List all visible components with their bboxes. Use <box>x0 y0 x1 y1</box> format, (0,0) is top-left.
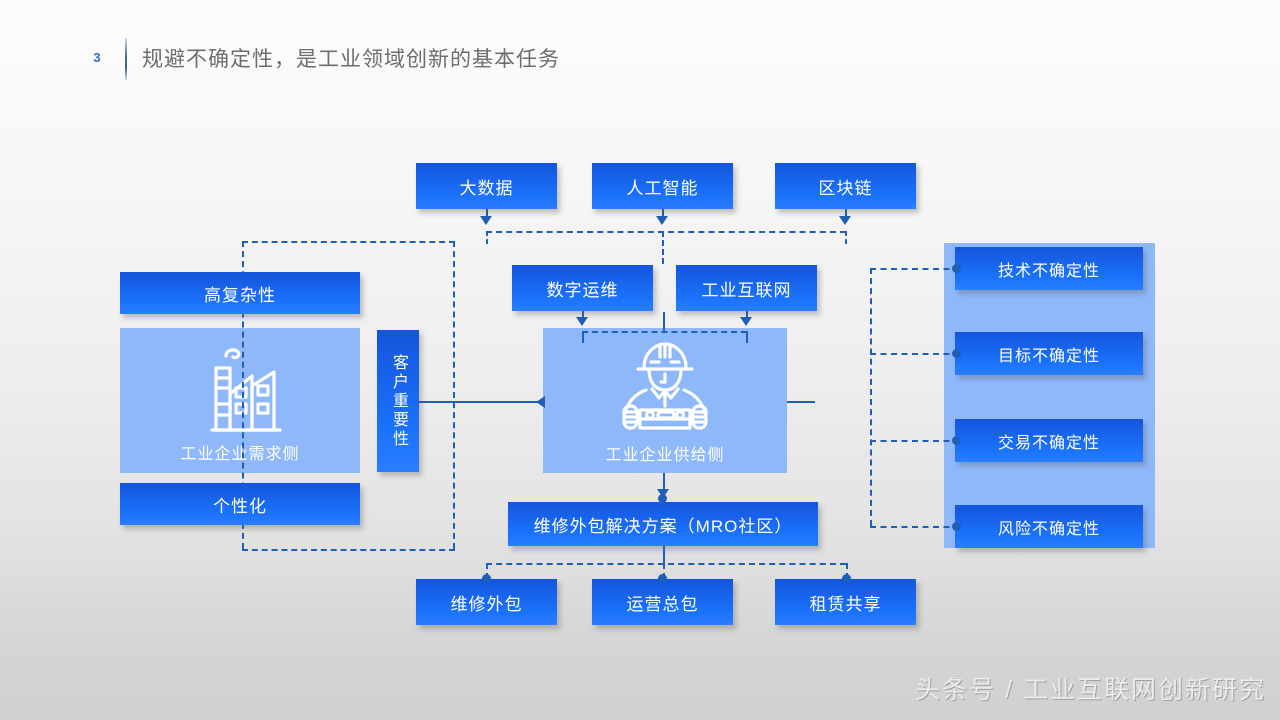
service-dot-1 <box>482 574 491 583</box>
technology-bus-center-leg <box>662 231 664 264</box>
service-operations-contracting-label: 运营总包 <box>626 594 699 614</box>
demand-side-label: 工业企业需求侧 <box>180 446 300 463</box>
service-bus-center-leg <box>663 563 665 579</box>
blockchain-arrow <box>839 216 851 225</box>
technology-bus <box>486 231 846 233</box>
demand-attribute-complexity-label: 高复杂性 <box>204 285 276 305</box>
page-title: 规避不确定性，是工业领域创新的基本任务 <box>142 48 560 71</box>
worker-icon <box>543 338 787 436</box>
watermark: 头条号 / 工业互联网创新研究 <box>915 676 1266 704</box>
uncertainty-goal-label: 目标不确定性 <box>997 347 1100 365</box>
uncertainty-risk[interactable]: 风险不确定性 <box>955 505 1143 548</box>
technology-blockchain[interactable]: 区块链 <box>775 163 916 209</box>
demand-attribute-personalization-label: 个性化 <box>213 496 267 516</box>
uncertainty-transaction-label: 交易不确定性 <box>997 434 1100 452</box>
bigdata-drop <box>486 209 488 219</box>
digital-ops-drop <box>582 311 584 320</box>
service-maintenance-outsourcing[interactable]: 维修外包 <box>416 579 557 625</box>
technology-blockchain-label: 区块链 <box>818 178 873 198</box>
demand-side-panel: 工业企业需求侧 <box>120 328 360 473</box>
blockchain-drop <box>845 209 847 219</box>
technology-bus-right-leg <box>845 231 847 244</box>
uncertainty-dot-1 <box>952 264 961 273</box>
platform-bus <box>582 331 747 333</box>
factory-icon <box>120 342 360 434</box>
uncertainty-technology[interactable]: 技术不确定性 <box>955 247 1143 290</box>
platform-industrial-internet[interactable]: 工业互联网 <box>676 265 817 311</box>
supply-to-uncertainty-connector <box>787 401 815 403</box>
uncertainty-transaction[interactable]: 交易不确定性 <box>955 419 1143 462</box>
solution-mro[interactable]: 维修外包解决方案（MRO社区） <box>508 502 818 546</box>
platform-digital-ops[interactable]: 数字运维 <box>512 265 653 311</box>
demand-attribute-personalization[interactable]: 个性化 <box>120 483 360 525</box>
uncertainty-dot-4 <box>952 522 961 531</box>
platform-bus-right-leg <box>746 331 748 343</box>
service-bus-right-leg <box>846 563 848 579</box>
header-divider <box>125 38 127 80</box>
technology-ai-label: 人工智能 <box>626 178 699 198</box>
page-number: 3 <box>93 50 101 65</box>
service-operations-contracting[interactable]: 运营总包 <box>592 579 733 625</box>
uncertainty-trunk <box>870 268 872 526</box>
customer-importance-label: 客户重要性 <box>390 353 407 449</box>
technology-bus-left-leg <box>486 231 488 244</box>
platform-bus-left-leg <box>582 331 584 343</box>
service-dot-3 <box>842 574 851 583</box>
uncertainty-dot-2 <box>952 349 961 358</box>
bridge-to-supply-connector <box>419 401 545 403</box>
supply-to-solution-link <box>663 473 665 493</box>
demand-attribute-complexity[interactable]: 高复杂性 <box>120 272 360 314</box>
solution-top-dot <box>658 494 667 503</box>
industrial-internet-drop <box>746 311 748 320</box>
uncertainty-group-panel <box>944 243 1155 548</box>
demand-group-dash-bottom <box>242 549 455 551</box>
uncertainty-technology-label: 技术不确定性 <box>997 262 1100 280</box>
uncertainty-goal[interactable]: 目标不确定性 <box>955 332 1143 375</box>
bigdata-arrow <box>480 216 492 225</box>
demand-group-dash-top <box>242 241 455 243</box>
technology-ai[interactable]: 人工智能 <box>592 163 733 209</box>
ai-drop <box>662 209 664 219</box>
uncertainty-branch-3 <box>870 440 960 442</box>
platform-industrial-internet-label: 工业互联网 <box>701 280 792 300</box>
bridge-to-supply-arrow <box>536 396 545 408</box>
service-bus-left-leg <box>486 563 488 579</box>
technology-bigdata-label: 大数据 <box>459 178 514 198</box>
customer-importance-bridge[interactable]: 客户重要性 <box>377 330 419 472</box>
technology-bigdata[interactable]: 大数据 <box>416 163 557 209</box>
platform-to-supply-link <box>663 312 665 332</box>
solution-down-link <box>663 546 665 563</box>
supply-side-label: 工业企业供给侧 <box>605 447 725 464</box>
service-leasing-sharing[interactable]: 租赁共享 <box>775 579 916 625</box>
demand-group-dash-right <box>453 241 455 549</box>
uncertainty-branch-2 <box>870 353 960 355</box>
supply-side-panel: 工业企业供给侧 <box>543 328 787 473</box>
uncertainty-branch-4 <box>870 526 960 528</box>
uncertainty-dot-3 <box>952 436 961 445</box>
service-dot-2 <box>658 574 667 583</box>
solution-mro-label: 维修外包解决方案（MRO社区） <box>533 516 793 536</box>
slide-header: 3 规避不确定性，是工业领域创新的基本任务 <box>0 38 1280 82</box>
platform-digital-ops-label: 数字运维 <box>546 280 619 300</box>
uncertainty-risk-label: 风险不确定性 <box>997 520 1100 538</box>
industrial-internet-arrow <box>740 317 752 326</box>
ai-arrow <box>656 216 668 225</box>
uncertainty-branch-1 <box>870 268 960 270</box>
service-maintenance-outsourcing-label: 维修外包 <box>450 594 523 614</box>
digital-ops-arrow <box>576 317 588 326</box>
service-leasing-sharing-label: 租赁共享 <box>809 594 882 614</box>
supply-to-solution-arrow <box>657 489 669 498</box>
service-bus <box>486 563 846 565</box>
demand-group-dash-left <box>242 241 244 549</box>
